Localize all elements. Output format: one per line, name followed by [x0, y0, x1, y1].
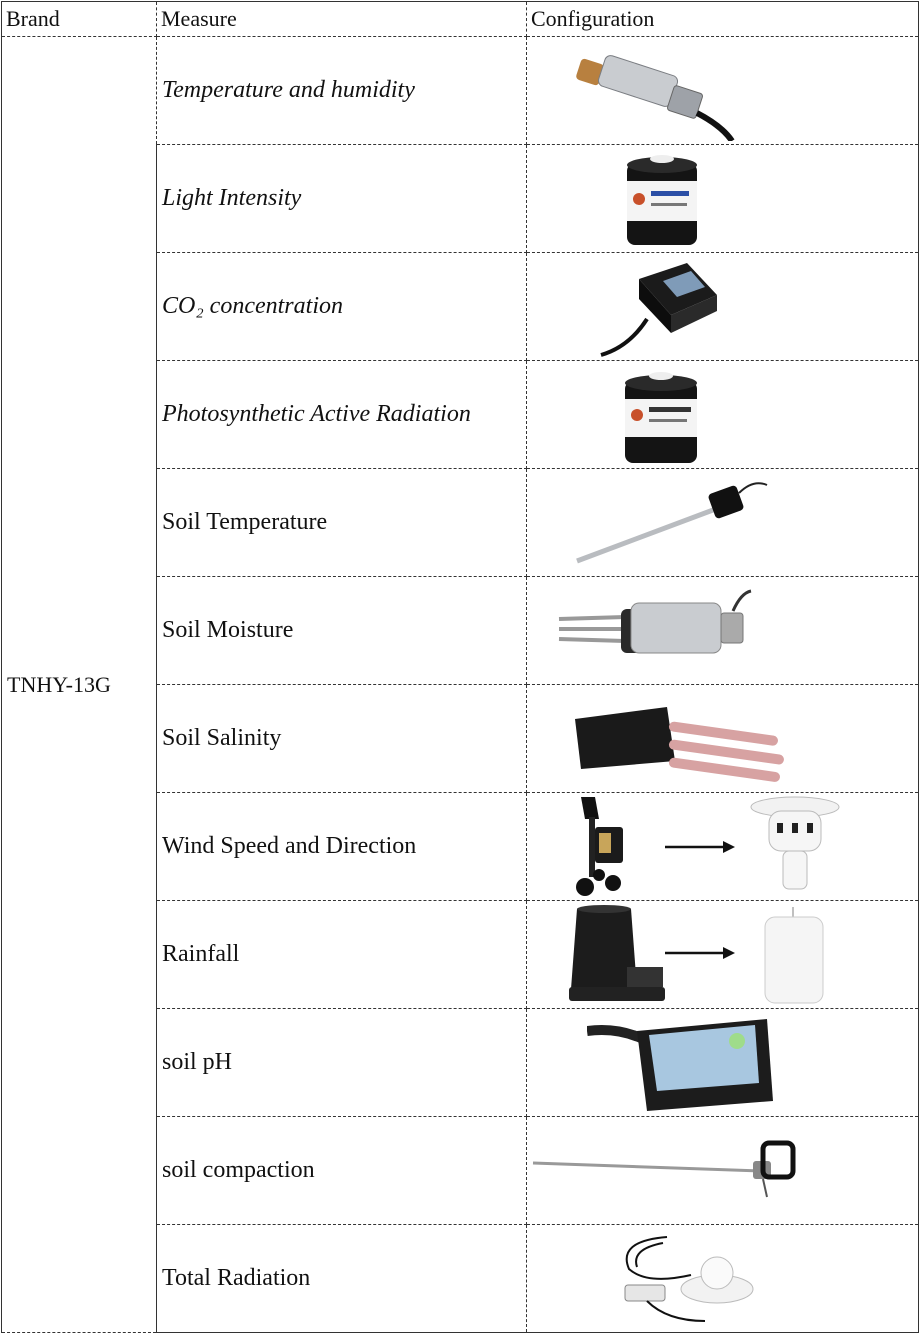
table-header-row: Brand Measure Configuration [1, 1, 919, 37]
configuration-cell [526, 468, 919, 577]
measure-cell: soil pH [156, 1008, 527, 1117]
soil-compaction-meter-icon [532, 1140, 796, 1198]
table-row: Photosynthetic Active Radiation [2, 360, 919, 469]
rain-gauge-icon [569, 905, 824, 1004]
co2-sensor-icon [600, 263, 717, 357]
configuration-cell [526, 1224, 919, 1333]
configuration-cell [526, 576, 919, 685]
measure-cell: soil compaction [156, 1116, 527, 1225]
light-intensity-sensor-icon [627, 155, 697, 245]
measure-cell: Light Intensity [156, 144, 527, 253]
table-row: Soil Salinity [2, 684, 919, 793]
configuration-cell [526, 792, 919, 901]
table-row: Rainfall [2, 900, 919, 1009]
table-row: soil pH [2, 1008, 919, 1117]
measure-cell: Soil Temperature [156, 468, 527, 577]
configuration-cell [526, 900, 919, 1009]
table-row: Total Radiation [2, 1224, 919, 1333]
configuration-cell [526, 252, 919, 361]
total-radiation-sensor-icon [624, 1236, 754, 1322]
measure-cell: Photosynthetic Active Radiation [156, 360, 527, 469]
measure-cell: Total Radiation [156, 1224, 527, 1333]
soil-salinity-probe-icon [575, 707, 784, 782]
measure-cell: Soil Salinity [156, 684, 527, 793]
configuration-cell [526, 684, 919, 793]
table-row: soil compaction [2, 1116, 919, 1225]
configuration-cell [526, 1008, 919, 1117]
table-row: Light Intensity [2, 144, 919, 253]
measure-cell: Temperature and humidity [156, 36, 527, 145]
configuration-cell [526, 360, 919, 469]
measure-cell: CO₂ concentration [156, 252, 527, 361]
brand-cell: TNHY-13G [1, 36, 157, 1333]
soil-moisture-probe-icon [558, 589, 752, 654]
table-row: CO₂ concentration [2, 252, 919, 361]
temperature-humidity-sensor-icon [576, 55, 735, 141]
measure-column-header: Measure [156, 1, 527, 37]
measure-cell: Rainfall [156, 900, 527, 1009]
configuration-cell [526, 1116, 919, 1225]
wind-sensor-icon [576, 796, 840, 896]
measure-cell: Wind Speed and Direction [156, 792, 527, 901]
configuration-column-header: Configuration [526, 1, 919, 37]
configuration-cell [526, 36, 919, 145]
measure-cell: Soil Moisture [156, 576, 527, 685]
table-row: Wind Speed and Direction [2, 792, 919, 901]
table-row: TNHY-13G Temperature and humidity [1, 36, 919, 1333]
configuration-cell [526, 144, 919, 253]
par-sensor-icon [625, 372, 697, 463]
table-row: Soil Moisture [2, 576, 919, 685]
brand-column-header: Brand [1, 1, 157, 37]
soil-temperature-probe-icon [576, 482, 768, 564]
soil-ph-sensor-icon [587, 1019, 773, 1111]
